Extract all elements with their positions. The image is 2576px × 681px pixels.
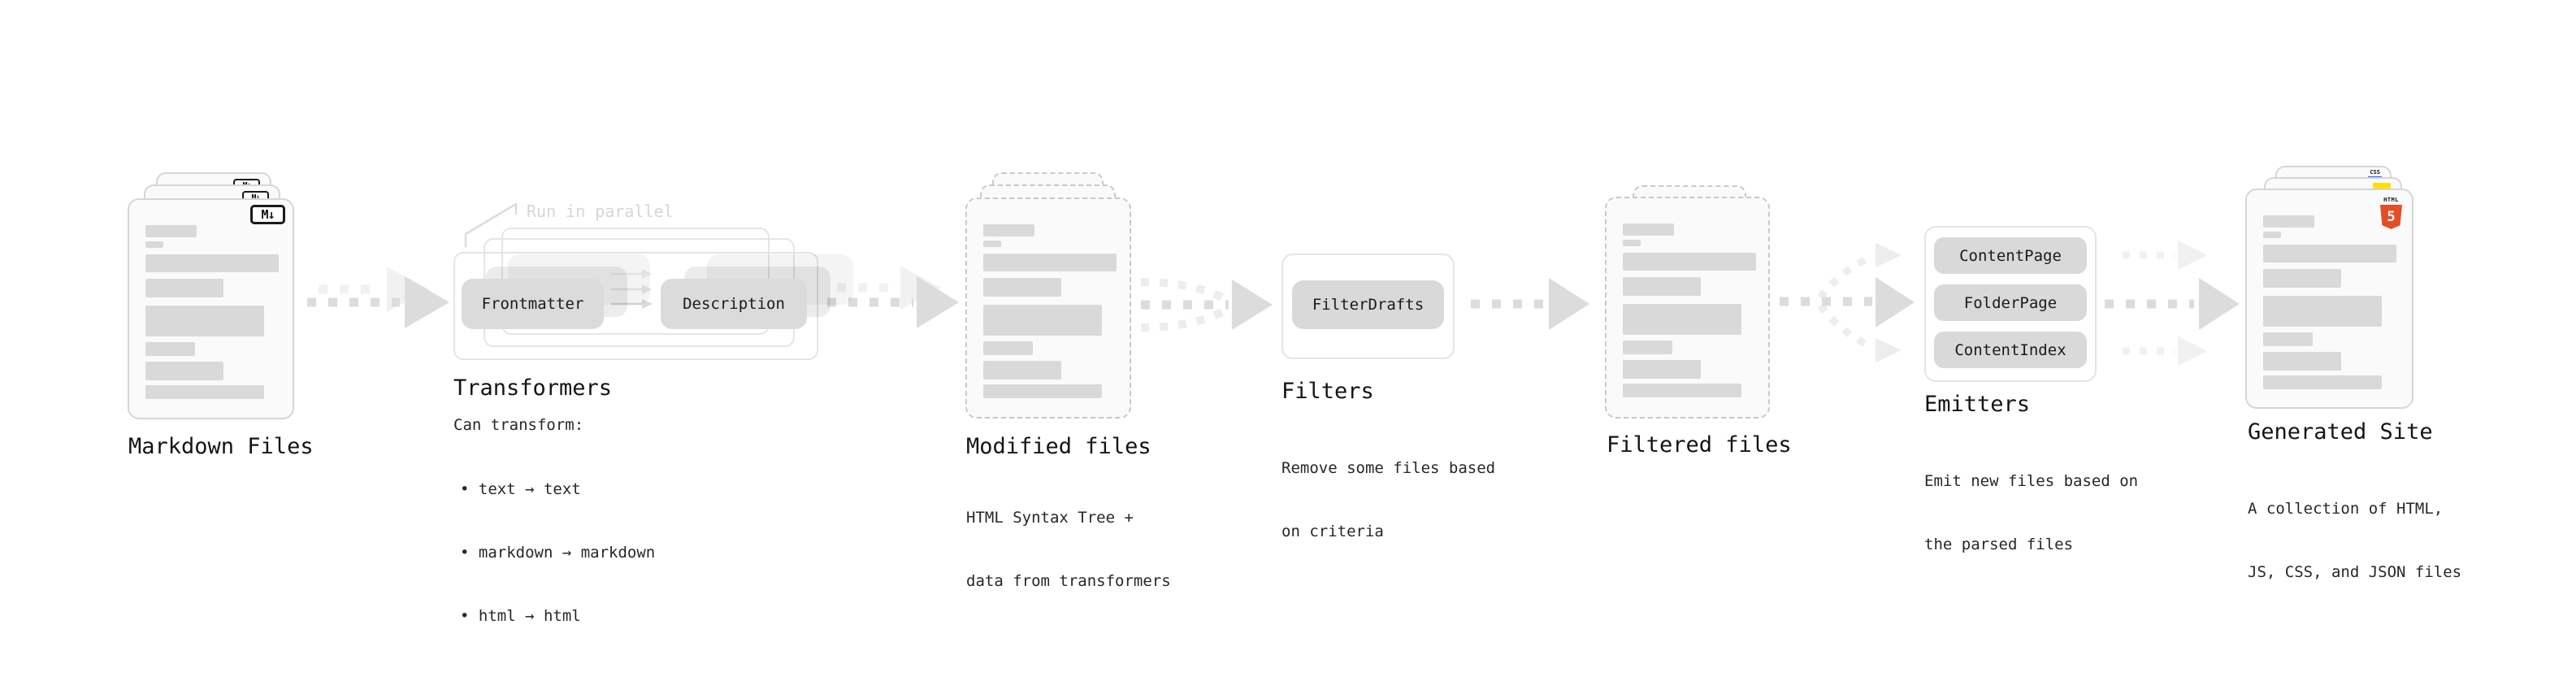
content-bar <box>2263 352 2341 371</box>
subtitle-line: A collection of HTML, <box>2248 500 2444 518</box>
stage-subtitle: Remove some files based on criteria <box>1281 415 1495 584</box>
bullet-item: • markdown → markdown <box>460 544 656 562</box>
html5-label: HTML <box>2383 197 2399 203</box>
content-bar <box>2263 245 2396 262</box>
content-bar <box>145 241 163 248</box>
stage-title: Transformers <box>453 375 613 401</box>
transformers-body-heading: Can transform: <box>453 416 584 434</box>
content-bar <box>983 341 1033 355</box>
transformer-outline-front <box>453 252 818 360</box>
description-box: Description <box>661 279 807 329</box>
content-bar <box>145 342 195 356</box>
stage-title: Modified files <box>966 434 1151 459</box>
content-bar <box>1623 253 1756 271</box>
contentindex-box: ContentIndex <box>1934 332 2087 368</box>
subtitle-line: JS, CSS, and JSON files <box>2248 563 2462 581</box>
content-bar <box>1623 340 1672 354</box>
subtitle-line: HTML Syntax Tree + <box>966 509 1134 527</box>
stage-title: Filters <box>1281 379 1374 404</box>
content-bar <box>145 306 264 336</box>
content-bar <box>145 225 197 237</box>
stage-subtitle: HTML Syntax Tree + data from transformer… <box>966 465 1171 634</box>
content-bar <box>2263 375 2382 389</box>
filtered-file-front <box>1605 197 1770 419</box>
transformers-bullets: • text → text • markdown → markdown • ht… <box>460 436 655 669</box>
subtitle-line: Remove some files based <box>1281 459 1496 477</box>
content-bar <box>145 279 223 297</box>
content-bar <box>1623 223 1674 236</box>
content-bar <box>2263 232 2281 238</box>
stage-title: Markdown Files <box>128 434 314 459</box>
content-bar <box>1623 384 1741 397</box>
folderpage-box: FolderPage <box>1934 284 2087 321</box>
content-bar <box>145 254 279 272</box>
stage-title: Emitters <box>1924 392 2031 417</box>
content-bar <box>983 254 1117 271</box>
stage-title: Filtered files <box>1607 432 1792 458</box>
content-bar <box>983 305 1102 336</box>
content-bar <box>1623 240 1641 246</box>
parallel-label: Run in parallel <box>527 202 674 221</box>
javascript-icon <box>2373 183 2391 191</box>
frontmatter-box: Frontmatter <box>462 279 604 329</box>
subtitle-line: Emit new files based on <box>1924 472 2139 490</box>
content-bar <box>2263 332 2313 346</box>
modified-file-front <box>965 197 1131 419</box>
content-bar <box>2263 296 2382 327</box>
content-bar <box>1623 360 1701 379</box>
html5-shield: 5 <box>2380 205 2402 229</box>
content-bar <box>1623 277 1701 296</box>
content-bar <box>2263 215 2314 228</box>
arrow-emitters-to-generated <box>2105 241 2240 366</box>
content-bar <box>983 384 1102 398</box>
content-bar <box>983 361 1061 380</box>
content-bar <box>983 278 1061 297</box>
content-bar <box>2263 269 2341 288</box>
bullet-item: • text → text <box>460 480 581 498</box>
content-bar <box>145 385 264 399</box>
content-bar <box>1623 304 1741 335</box>
content-bar <box>983 241 1001 247</box>
subtitle-line: the parsed files <box>1924 536 2074 553</box>
generated-file-html: HTML 5 <box>2245 189 2413 409</box>
subtitle-line: data from transformers <box>966 572 1171 590</box>
content-bar <box>983 224 1034 236</box>
html5-icon: HTML 5 <box>2380 197 2402 229</box>
stage-subtitle: Emit new files based on the parsed files <box>1924 428 2138 597</box>
stage-title: Generated Site <box>2248 419 2433 445</box>
markdown-icon: M↓ <box>250 205 285 224</box>
bullet-item: • html → html <box>460 607 581 625</box>
filterdrafts-box: FilterDrafts <box>1292 280 1444 329</box>
arrow-markdown-to-transformers <box>307 267 449 328</box>
content-bar <box>145 362 223 380</box>
stage-subtitle: A collection of HTML, JS, CSS, and JSON … <box>2248 456 2461 625</box>
arrow-filters-to-filtered <box>1471 278 1589 330</box>
arrow-modified-to-filters <box>1140 278 1273 332</box>
arrow-filtered-to-emitters <box>1780 243 1915 362</box>
contentpage-box: ContentPage <box>1934 237 2087 274</box>
subtitle-line: on criteria <box>1281 523 1384 540</box>
markdown-file-front: M↓ <box>128 198 294 419</box>
